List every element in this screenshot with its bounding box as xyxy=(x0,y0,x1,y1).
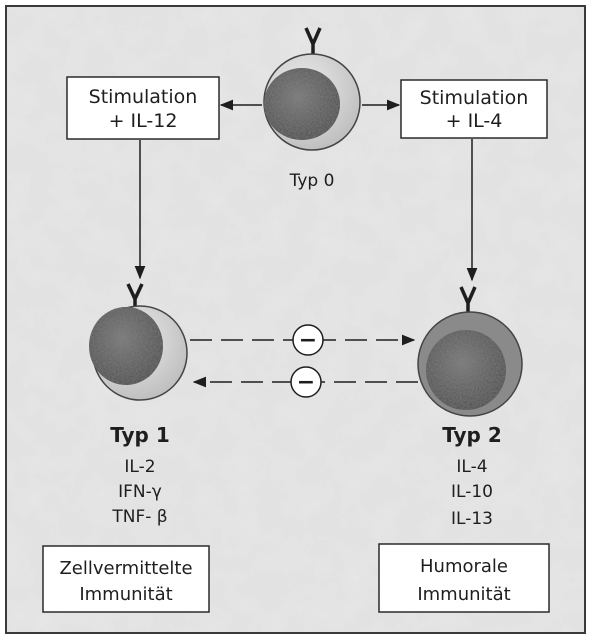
typ2-cytokine-2: IL-10 xyxy=(451,482,493,502)
minus-icon: − xyxy=(299,328,317,353)
typ2-cytokine-1: IL-4 xyxy=(456,457,487,477)
inhibition-symbol-top: − xyxy=(293,325,323,355)
stimulation-il12-box: Stimulation + IL-12 xyxy=(67,77,219,139)
typ2-nucleus xyxy=(426,330,506,410)
stimulation-il12-line1: Stimulation xyxy=(89,86,198,108)
typ0-nucleus xyxy=(264,68,340,140)
stimulation-il12-line2: + IL-12 xyxy=(109,110,178,132)
stimulation-il4-box: Stimulation + IL-4 xyxy=(401,80,547,138)
typ2-cytokine-3: IL-13 xyxy=(451,509,493,529)
stimulation-il4-line1: Stimulation xyxy=(420,87,529,109)
typ1-nucleus xyxy=(89,307,163,385)
typ1-label: Typ 1 xyxy=(110,423,170,447)
typ1-cytokine-1: IL-2 xyxy=(124,457,155,477)
inhibition-symbol-bottom: − xyxy=(291,367,321,397)
cell-mediated-immunity-box: Zellvermittelte Immunität xyxy=(43,546,209,612)
typ1-cytokine-3: TNF- β xyxy=(111,507,167,527)
typ1-cytokine-2: IFN-γ xyxy=(118,482,162,502)
cell-mediated-immunity-line2: Immunität xyxy=(79,584,172,605)
typ0-label: Typ 0 xyxy=(289,171,335,191)
minus-icon: − xyxy=(297,370,315,395)
humoral-immunity-box: Humorale Immunität xyxy=(379,544,549,612)
humoral-immunity-line2: Immunität xyxy=(417,584,510,605)
cell-mediated-immunity-line1: Zellvermittelte xyxy=(59,558,192,579)
typ2-label: Typ 2 xyxy=(442,423,502,447)
humoral-immunity-line1: Humorale xyxy=(420,556,508,577)
stimulation-il4-line2: + IL-4 xyxy=(446,110,503,132)
